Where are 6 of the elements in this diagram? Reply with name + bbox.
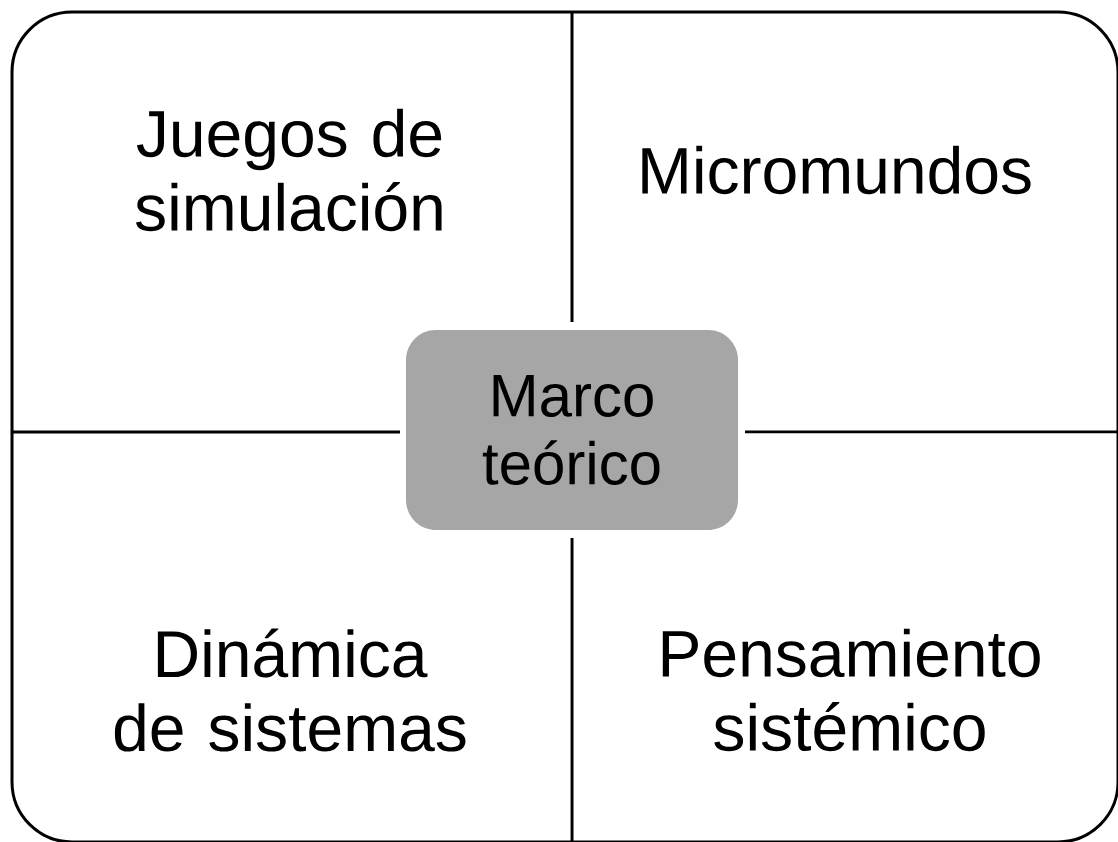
center-box: Marco teórico xyxy=(406,330,738,530)
quadrant-label: Juegos de simulación xyxy=(135,108,442,232)
quadrant-label: Micromundos xyxy=(642,145,1031,195)
rounded-frame xyxy=(10,10,1118,842)
quadrant-label: Dinámica de sistemas xyxy=(114,628,466,752)
quadrant-label: Pensamiento sistémico xyxy=(662,628,1040,752)
